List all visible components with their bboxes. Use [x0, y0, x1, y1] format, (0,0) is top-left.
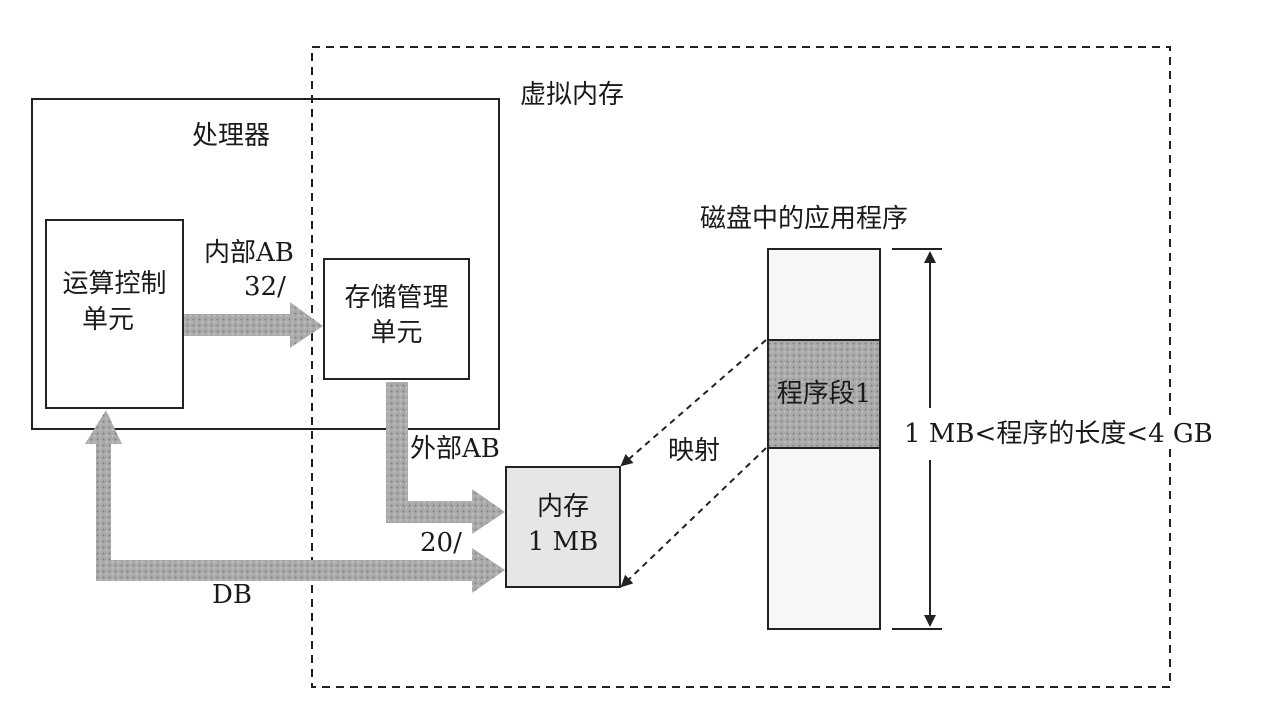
data-bus-arrow: [85, 410, 505, 593]
alu-label-line2: 单元: [81, 305, 134, 335]
external-ab-width-label: 20/: [420, 528, 462, 558]
mmu-label-line2: 单元: [370, 318, 423, 348]
mmu-label-line1: 存储管理: [344, 283, 449, 313]
internal-ab-label: 内部AB: [204, 238, 294, 268]
virtual-memory-label: 虚拟内存: [520, 80, 625, 110]
processor-label: 处理器: [192, 121, 271, 151]
mapping-arrow-top: [620, 339, 767, 467]
memory-label-line2: 1 MB: [527, 527, 599, 557]
memory-label-line1: 内存: [536, 492, 589, 522]
external-ab-arrow: [386, 382, 505, 534]
processor-box: [31, 98, 500, 430]
internal-ab-arrow: [182, 302, 323, 348]
data-bus-label: DB: [212, 580, 252, 610]
external-ab-label: 外部AB: [410, 434, 500, 464]
mapping-label: 映射: [668, 436, 721, 466]
disk-program-label: 磁盘中的应用程序: [700, 204, 909, 234]
memory-box: [505, 466, 621, 588]
alu-label-line1: 运算控制: [62, 269, 167, 299]
mapping-arrow-bottom: [620, 447, 767, 588]
program-length-label: 1 MB<程序的长度<4 GB: [902, 419, 1215, 449]
internal-ab-width-label: 32/: [244, 272, 286, 302]
virtual-memory-region: [311, 46, 1171, 688]
program-segment-label: 程序段1: [776, 379, 872, 409]
alu-control-unit-box: [45, 219, 184, 409]
mmu-box: [323, 258, 470, 380]
program-segment-block: [767, 339, 881, 449]
